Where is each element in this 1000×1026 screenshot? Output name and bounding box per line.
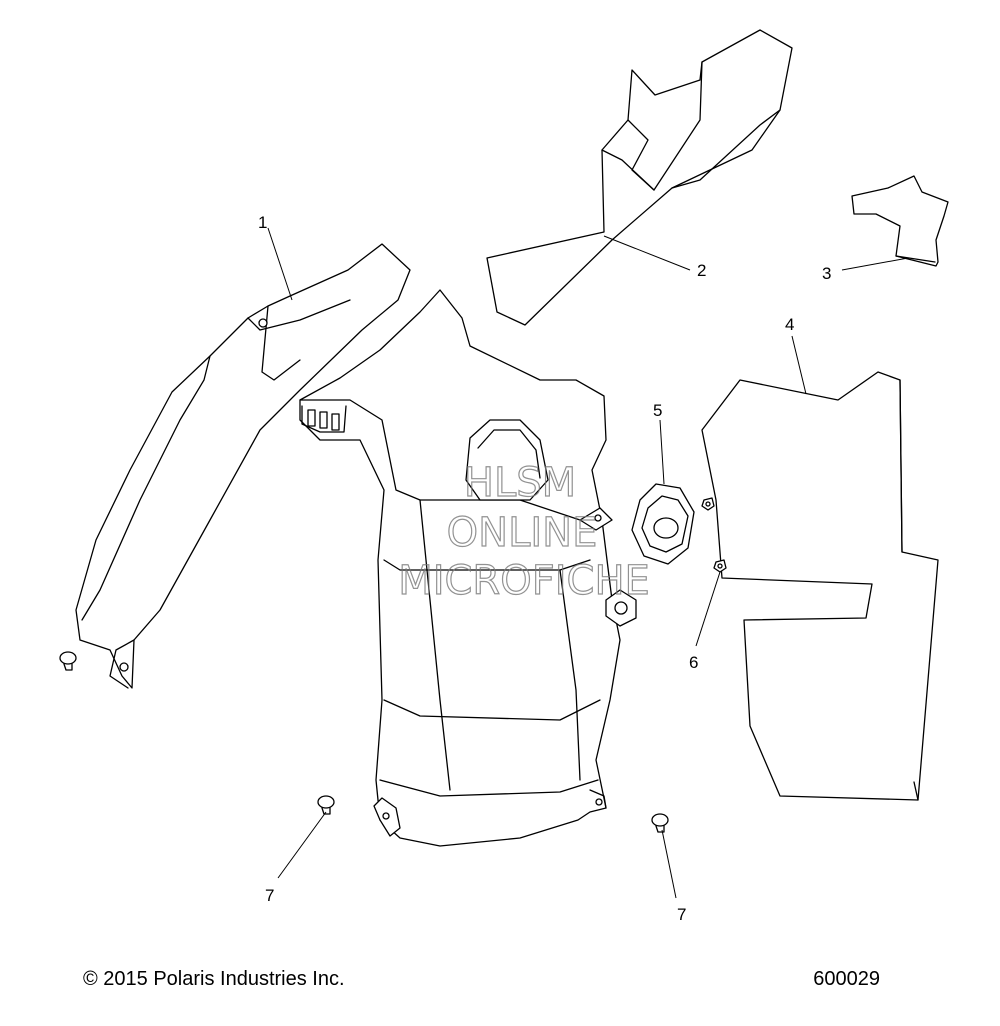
- callout-3: 3: [822, 264, 831, 283]
- copyright-notice: © 2015 Polaris Industries Inc.: [83, 968, 345, 990]
- part-4-shield: [701, 371, 939, 801]
- callout-6: 6: [689, 653, 698, 672]
- callout-labels: 1 2 3 4 5 6 7 7: [258, 213, 831, 924]
- leader-lines: [267, 227, 909, 899]
- callout-5: 5: [653, 401, 662, 420]
- callout-7-right: 7: [677, 905, 686, 924]
- part-5-grommet: [631, 483, 695, 565]
- leader-line-6: [695, 571, 721, 647]
- watermark-line-2: ONLINE: [447, 510, 598, 556]
- leader-line-5: [659, 419, 665, 485]
- callout-2: 2: [697, 261, 706, 280]
- watermark-line-1: HLSM: [464, 460, 576, 506]
- leader-line-3: [841, 257, 909, 271]
- part-1-fender: [75, 243, 411, 689]
- leader-line-7b: [661, 829, 677, 899]
- center-housing: [299, 289, 637, 847]
- part-7-rivet-left: [59, 651, 77, 671]
- callout-7-left: 7: [265, 886, 274, 905]
- part-6-clip-b: [713, 559, 727, 573]
- leader-line-7a: [277, 811, 327, 879]
- leader-line-2: [603, 235, 691, 271]
- diagram-number: 600029: [813, 968, 880, 990]
- callout-4: 4: [785, 315, 794, 334]
- leader-line-1: [267, 227, 293, 301]
- callout-1: 1: [258, 213, 267, 232]
- watermark: HLSM ONLINE MICROFICHE: [398, 459, 651, 604]
- part-6-clip-a: [701, 497, 715, 511]
- watermark-line-3: MICROFICHE: [398, 558, 650, 604]
- leader-line-4: [791, 335, 807, 395]
- part-7-rivet-center: [317, 795, 335, 815]
- part-2-panel: [486, 29, 793, 326]
- part-7-rivet-right: [651, 813, 669, 833]
- part-3-pad: [851, 175, 949, 267]
